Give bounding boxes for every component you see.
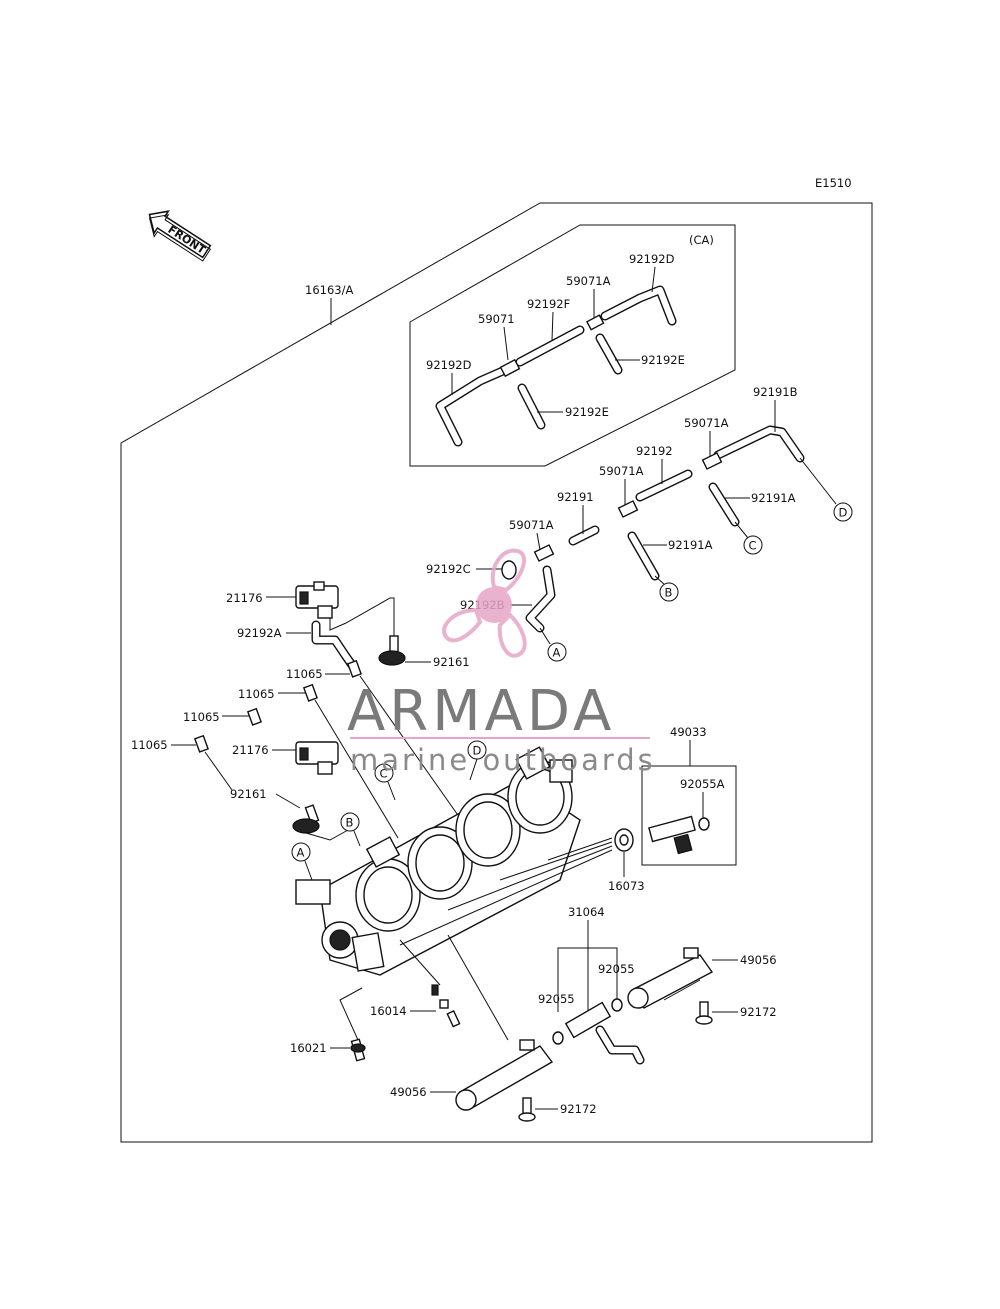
screw-16021 [350,1038,366,1062]
part-label-92192C: 92192C [426,562,471,576]
ref-circle-B-left: B [340,812,360,832]
ref-circle-A: A [547,642,567,662]
part-label-31064: 31064 [568,905,605,919]
svg-text:C: C [749,539,757,553]
ref-circle-D: D [833,502,853,522]
part-label-16073: 16073 [608,879,645,893]
part-label-16021: 16021 [290,1041,327,1055]
bolt-92172-right [695,1001,713,1025]
part-label-92161-top: 92161 [433,655,470,669]
ref-circle-A-left: A [291,842,311,862]
part-label-21176-top: 21176 [226,591,263,605]
part-label-92055-left: 92055 [538,992,575,1006]
part-label-92192F: 92192F [527,297,570,311]
fuel-injector [648,815,710,855]
part-label-92192D-left: 92192D [426,358,472,372]
part-label-59071A-r3: 59071A [509,518,554,532]
part-label-92172-left: 92172 [560,1102,597,1116]
part-label-92191B: 92191B [753,385,798,399]
fuel-rail-49056-right [627,947,714,1009]
part-label-92161-mid: 92161 [230,787,267,801]
part-label-49056-right: 49056 [740,953,777,967]
part-label-92055-right: 92055 [598,962,635,976]
part-label-11065-3: 11065 [183,710,220,724]
part-label-92192E-right: 92192E [641,353,685,367]
armada-logo-icon [442,548,527,658]
fuel-pipe-31064 [564,1001,645,1065]
part-label-92191A-l: 92191A [668,538,713,552]
part-label-92191: 92191 [557,490,594,504]
plug-92161-mid [292,804,320,834]
svg-text:B: B [665,586,673,600]
part-label-92191A-r: 92191A [751,491,796,505]
fuel-rail-49056-left [455,1039,554,1111]
part-label-59071-inset: 59071 [478,312,515,326]
part-label-92192A: 92192A [237,626,282,640]
svg-text:C: C [380,767,388,781]
ref-circle-B: B [659,582,679,602]
part-label-92192D-top: 92192D [629,252,675,266]
ref-circle-C: C [743,535,763,555]
part-label-49033: 49033 [670,725,707,739]
watermark-rule [350,737,650,739]
injector-group-frame [641,765,737,866]
part-label-92192-mid: 92192 [636,444,673,458]
seal-16073 [614,828,634,852]
assembly-frame [120,202,873,1143]
diagram-code: E1510 [815,176,852,190]
part-label-16163A: 16163/A [305,283,353,297]
ca-inset-label: (CA) [689,233,714,247]
ca-hose-set [435,285,677,447]
part-label-11065-1: 11065 [286,667,323,681]
ca-inset-frame [409,224,736,467]
sensor-21176-top [295,581,339,619]
bolt-92172-left [518,1097,536,1122]
part-label-11065-4: 11065 [131,738,168,752]
part-label-49056-left: 49056 [390,1085,427,1099]
svg-text:A: A [553,646,561,660]
screw-set-16014 [431,984,461,1028]
part-label-21176-mid: 21176 [232,743,269,757]
vacuum-hose-set [501,425,805,633]
svg-text:D: D [839,506,848,520]
part-label-92055A: 92055A [680,777,725,791]
part-label-59071A-r1: 59071A [684,416,729,430]
plug-92161-top [378,635,406,666]
ref-circle-C-left: C [374,763,394,783]
svg-text:D: D [473,744,482,758]
svg-text:A: A [297,846,305,860]
throttle-body-assembly [295,746,581,976]
part-label-59071A-top: 59071A [566,274,611,288]
part-label-16014: 16014 [370,1004,407,1018]
sensor-21176-mid [295,741,339,775]
svg-text:B: B [346,816,354,830]
front-arrow-icon: FRONT [148,210,212,262]
part-label-59071A-r2: 59071A [599,464,644,478]
watermark-subtitle: marine outboards [350,743,656,777]
part-label-11065-2: 11065 [238,687,275,701]
watermark-title: ARMADA [347,679,615,744]
part-label-92192E-left: 92192E [565,405,609,419]
part-label-92172-right: 92172 [740,1005,777,1019]
